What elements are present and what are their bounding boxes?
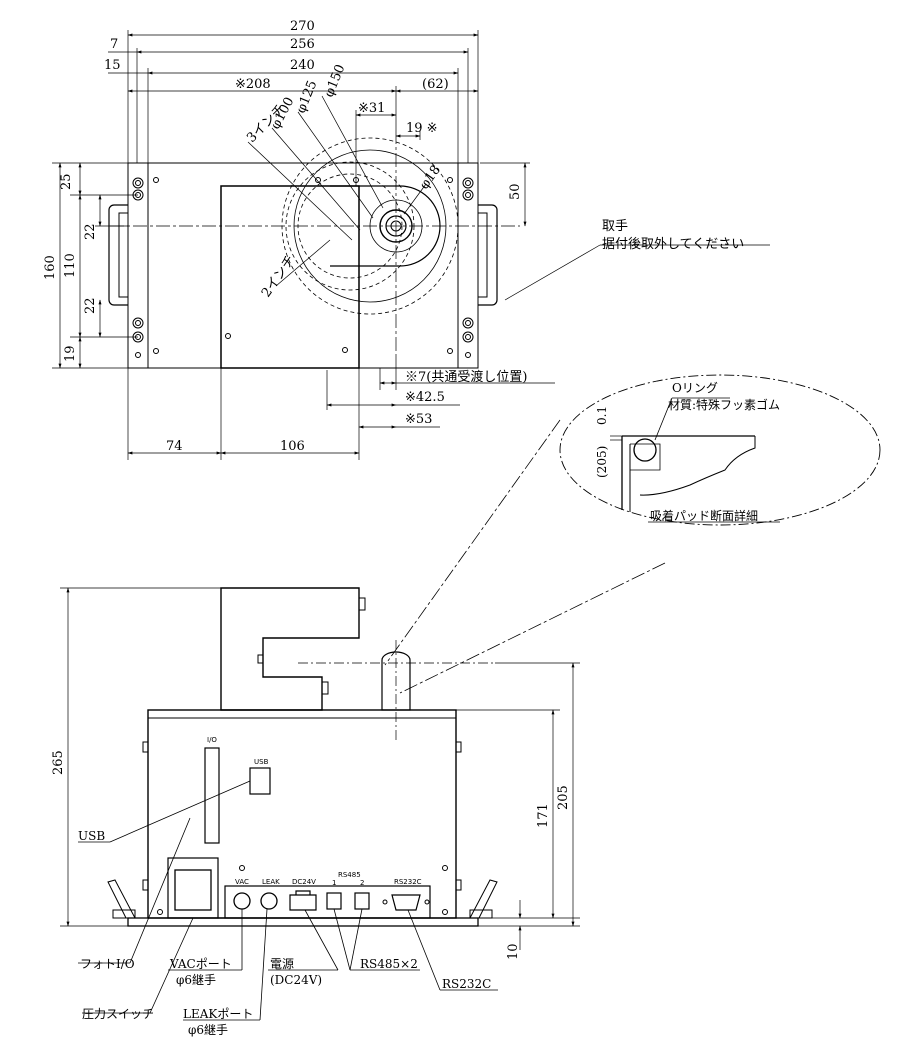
callout-leak-port: LEAKポート — [183, 1007, 253, 1021]
dim-265: 265 — [51, 750, 66, 775]
front-handle-right — [469, 879, 498, 919]
dim-phi18: φ18 — [417, 163, 444, 193]
vac-port — [233, 892, 251, 910]
callout-pressure-switch: 圧力スイッチ — [82, 1007, 154, 1021]
callout-usb: USB — [78, 829, 105, 843]
screw-holes — [132, 177, 474, 358]
front-dimension-lines — [60, 587, 580, 950]
io-connector — [204, 747, 220, 844]
wafer-150-circle — [281, 137, 459, 315]
dim-205-detail: (205) — [595, 446, 609, 478]
callout-leak-fitting: φ6継手 — [188, 1022, 228, 1037]
dim-240: 240 — [290, 58, 315, 73]
rs485-port-2 — [354, 892, 370, 910]
dim-19-left: 19 — [63, 345, 78, 362]
dc24v-connector — [289, 890, 317, 911]
front-base-plate — [127, 917, 479, 927]
usb-port — [249, 767, 271, 795]
top-view — [52, 30, 770, 460]
detail-ellipse — [559, 374, 881, 526]
leak-port — [260, 892, 278, 910]
handle-left — [108, 204, 128, 306]
callout-photo-io: フォトI/O — [80, 957, 135, 971]
rs232c-label: RS232C — [394, 878, 422, 886]
dim-205: 205 — [556, 785, 571, 810]
front-view — [60, 587, 580, 1021]
wafer-100-circle — [285, 161, 415, 291]
leak-label: LEAK — [262, 878, 280, 886]
dim-phi125: φ125 — [294, 78, 321, 115]
dim-208: ※208 — [235, 77, 271, 92]
photo-io-sensor — [174, 869, 212, 911]
dim-22-upper: 22 — [83, 223, 98, 240]
dim-110: 110 — [63, 253, 78, 278]
dim-74: 74 — [166, 439, 183, 454]
dim-0-1: 0.1 — [595, 406, 609, 425]
dim-62: (62) — [422, 77, 449, 92]
callout-rs485: RS485×2 — [360, 957, 418, 971]
oring-circle — [633, 438, 657, 462]
wafer-3inch-circle — [297, 173, 403, 279]
wafer-125-circle — [293, 149, 447, 303]
dim-50: 50 — [508, 183, 523, 200]
io-label: I/O — [207, 736, 217, 744]
tower-outline — [220, 587, 360, 711]
handle-note-1: 取手 — [602, 219, 628, 234]
callout-vac-fitting: φ6継手 — [176, 972, 216, 987]
port-1-label: 1 — [332, 879, 336, 887]
dc24v-label: DC24V — [292, 878, 316, 886]
dim-171: 171 — [536, 803, 551, 828]
dim-10: 10 — [506, 943, 521, 960]
front-handle-left — [107, 879, 136, 919]
rs485-port-1 — [326, 892, 342, 910]
dim-19: 19 ※ — [406, 121, 438, 136]
pad-detail — [384, 374, 881, 694]
rs232c-connector — [391, 894, 421, 911]
dim-2inch: 2インチ — [259, 253, 298, 300]
chuck-outer — [379, 209, 413, 243]
dim-160: 160 — [43, 255, 58, 280]
callout-vac-port: VACポート — [169, 957, 232, 971]
handle-note-2: 据付後取外してください — [602, 237, 744, 252]
dim-15: 15 — [104, 58, 121, 73]
usb-small-label: USB — [254, 758, 269, 766]
dim-note-7: ※7(共通受渡し位置) — [405, 369, 527, 385]
dim-270: 270 — [290, 19, 315, 34]
chuck-column — [381, 651, 411, 711]
callout-power: 電源 — [270, 957, 294, 971]
material-label: 材質:特殊フッ素ゴム — [668, 397, 780, 412]
port-2-label: 2 — [360, 879, 364, 887]
dim-22-lower: 22 — [83, 297, 98, 314]
dim-7: 7 — [110, 37, 118, 52]
top-dimension-lines — [52, 30, 770, 460]
dim-note-42-5: ※42.5 — [405, 390, 445, 405]
dim-phi150: φ150 — [322, 62, 349, 99]
dim-note-53: ※53 — [405, 412, 432, 427]
callout-rs232c: RS232C — [442, 977, 491, 991]
main-body — [147, 709, 457, 919]
oring-label: Oリング — [672, 381, 718, 395]
dim-25: 25 — [59, 173, 74, 190]
handle-right — [478, 204, 498, 306]
callout-leaders — [78, 780, 498, 1021]
rs485-label: RS485 — [338, 871, 361, 879]
dim-31: ※31 — [358, 101, 385, 116]
connector-panel — [224, 885, 431, 919]
detail-title: 吸着パッド断面詳細 — [650, 508, 758, 523]
callout-power-spec: (DC24V) — [270, 973, 322, 987]
vac-label: VAC — [235, 878, 249, 886]
dim-256: 256 — [290, 37, 315, 52]
dim-106: 106 — [280, 439, 305, 454]
